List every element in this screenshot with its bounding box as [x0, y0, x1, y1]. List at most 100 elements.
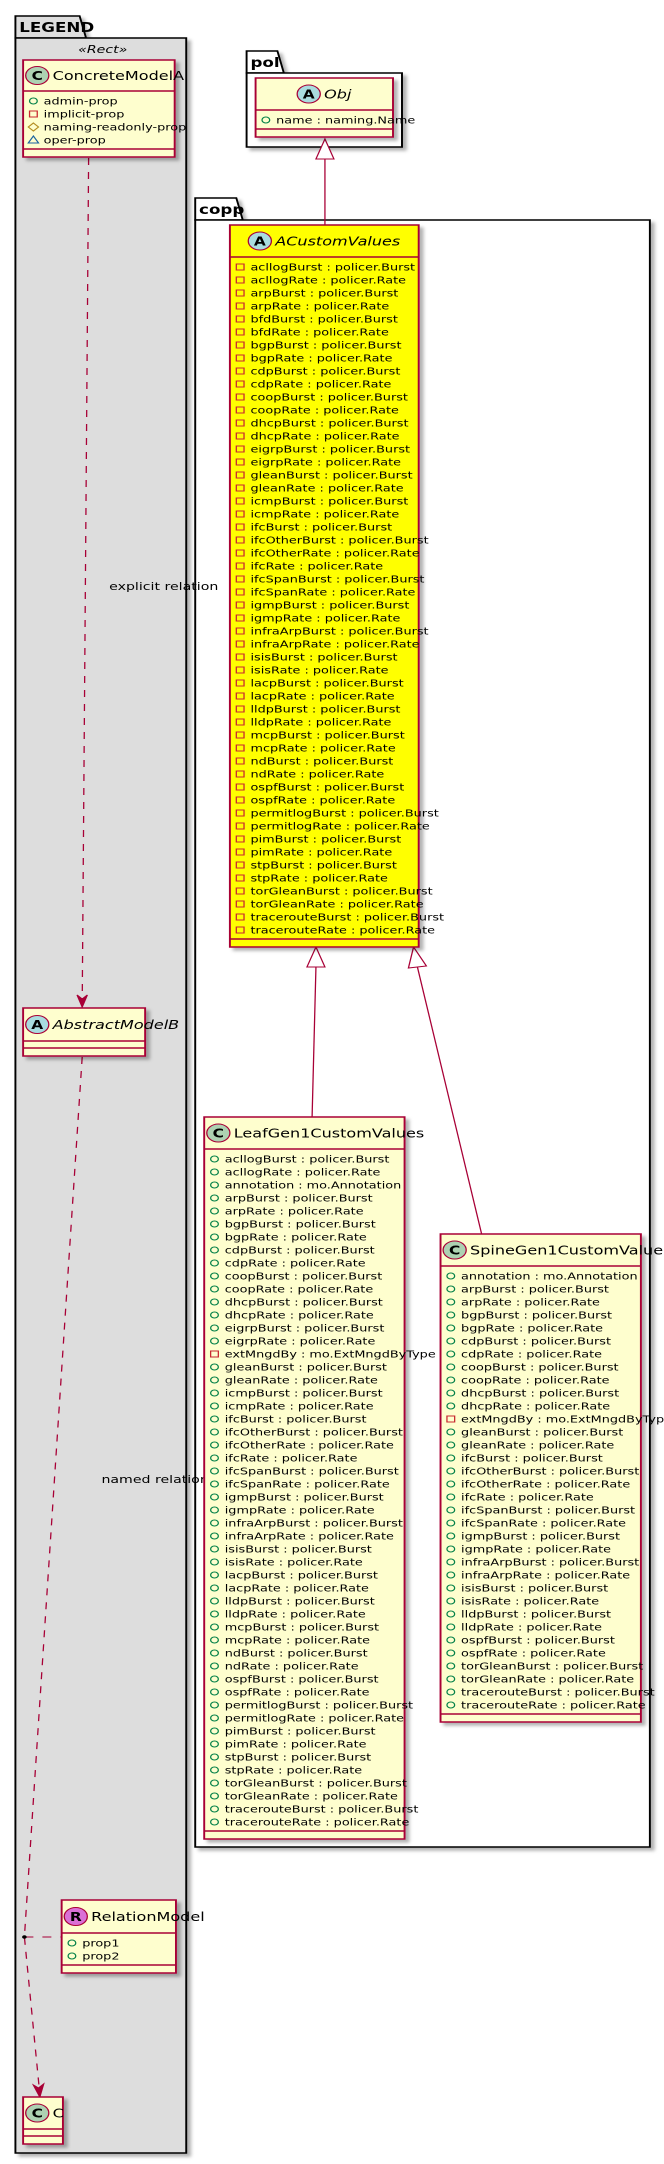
class-attribute: cdpRate : policer.Rate [250, 378, 391, 390]
class-attribute: coopBurst : policer.Burst [225, 1270, 383, 1282]
public-visibility-icon [446, 1376, 456, 1384]
private-visibility-icon [235, 354, 245, 362]
public-visibility-icon [209, 1233, 219, 1241]
class-attribute: ifcOtherBurst : policer.Burst [225, 1426, 404, 1438]
class-box [254, 77, 394, 138]
class-concrete-model-a[interactable]: ConcreteModelACadmin-propimplicit-propna… [22, 59, 186, 158]
public-visibility-icon [446, 1467, 456, 1475]
private-visibility-icon [235, 302, 245, 310]
class-attribute: pimBurst : policer.Burst [250, 833, 401, 845]
private-visibility-icon [235, 679, 245, 687]
class-attribute: torGleanRate : policer.Rate [461, 1673, 634, 1685]
public-visibility-icon [209, 1805, 219, 1813]
public-visibility-icon [209, 1584, 219, 1592]
class-attribute: lldpBurst : policer.Burst [250, 703, 401, 715]
private-visibility-icon [235, 328, 245, 336]
public-visibility-icon [209, 1298, 219, 1306]
class-attribute: mcpBurst : policer.Burst [250, 729, 405, 741]
class-name: RelationModel [91, 1911, 204, 1925]
class-attribute: annotation : mo.Annotation [225, 1179, 402, 1191]
class-attribute: acllogRate : policer.Rate [225, 1166, 381, 1178]
class-attribute: isisBurst : policer.Burst [225, 1543, 373, 1555]
public-visibility-icon [209, 1766, 219, 1774]
private-visibility-icon [235, 315, 245, 323]
public-visibility-icon [209, 1155, 219, 1163]
private-visibility-icon [235, 770, 245, 778]
class-attribute: extMngdBy : mo.ExtMngdByType [225, 1348, 436, 1360]
class-attribute: ifcSpanBurst : policer.Burst [250, 573, 425, 585]
class-attribute: ifcRate : policer.Rate [461, 1491, 594, 1503]
public-visibility-icon [446, 1597, 456, 1605]
public-visibility-icon [209, 1688, 219, 1696]
class-attribute: ifcOtherBurst : policer.Burst [461, 1465, 640, 1477]
public-visibility-icon [209, 1753, 219, 1761]
private-visibility-icon [235, 809, 245, 817]
class-attribute: bgpBurst : policer.Burst [461, 1309, 613, 1321]
public-visibility-icon [209, 1454, 219, 1462]
generalization-leaf-arrowhead [306, 945, 326, 968]
class-attribute: ifcOtherRate : policer.Rate [250, 547, 419, 559]
public-visibility-icon [209, 1441, 219, 1449]
class-attribute: infraArpRate : policer.Rate [461, 1569, 630, 1581]
class-attribute: bfdRate : policer.Rate [250, 326, 388, 338]
public-visibility-icon [209, 1675, 219, 1683]
public-visibility-icon [209, 1558, 219, 1566]
class-attribute: coopRate : policer.Rate [461, 1374, 609, 1386]
private-visibility-icon [235, 510, 245, 518]
class-attribute: igmpBurst : policer.Burst [250, 599, 409, 611]
class-attribute: icmpBurst : policer.Burst [250, 495, 408, 507]
private-visibility-icon [235, 432, 245, 440]
class-attribute: permitlogRate : policer.Rate [250, 820, 429, 832]
public-visibility-icon [209, 1337, 219, 1345]
class-attribute: ifcBurst : policer.Burst [461, 1452, 603, 1464]
class-c[interactable]: CC [22, 2096, 64, 2145]
class-attribute: arpRate : policer.Rate [250, 300, 389, 312]
class-attribute: gleanRate : policer.Rate [250, 482, 403, 494]
public-visibility-icon [209, 1545, 219, 1553]
class-attribute: coopRate : policer.Rate [250, 404, 398, 416]
public-visibility-icon [209, 1597, 219, 1605]
named-relation-arrowhead [31, 2082, 45, 2099]
generalization-spine-line [416, 966, 483, 1235]
public-visibility-icon [446, 1480, 456, 1488]
package-legend-title: LEGEND [19, 20, 94, 36]
class-attribute: permitlogBurst : policer.Burst [250, 807, 439, 819]
public-visibility-icon [446, 1298, 456, 1306]
private-visibility-icon [235, 562, 245, 570]
relation-class-icon [63, 1907, 88, 1926]
class-attribute: tracerouteRate : policer.Rate [225, 1816, 410, 1828]
class-box [228, 224, 420, 948]
public-visibility-icon [446, 1506, 456, 1514]
class-attribute: ndRate : policer.Rate [225, 1660, 359, 1672]
explicit-relation-line [81, 157, 90, 1006]
class-attribute: permitlogRate : policer.Rate [225, 1712, 404, 1724]
private-visibility-icon [235, 926, 245, 934]
private-visibility-icon [235, 874, 245, 882]
class-attribute: icmpRate : policer.Rate [250, 508, 399, 520]
class-attribute: cdpBurst : policer.Burst [250, 365, 400, 377]
public-visibility-icon [209, 1649, 219, 1657]
class-kind-letter: C [449, 1244, 460, 1258]
class-attribute: acllogRate : policer.Rate [250, 274, 406, 286]
class-attribute: eigrpRate : policer.Rate [250, 456, 401, 468]
public-visibility-icon [446, 1545, 456, 1553]
class-attribute: gleanRate : policer.Rate [225, 1374, 378, 1386]
class-icon [25, 2103, 50, 2123]
class-attribute: tracerouteRate : policer.Rate [461, 1699, 646, 1711]
private-visibility-icon [235, 757, 245, 765]
public-visibility-icon [446, 1324, 456, 1332]
private-visibility-icon [235, 575, 245, 583]
private-visibility-icon [28, 110, 38, 118]
public-visibility-icon [209, 1207, 219, 1215]
public-visibility-icon [209, 1415, 219, 1423]
public-visibility-icon [209, 1610, 219, 1618]
class-attribute: lacpRate : policer.Rate [250, 690, 394, 702]
class-attribute: implicit-prop [44, 108, 125, 120]
